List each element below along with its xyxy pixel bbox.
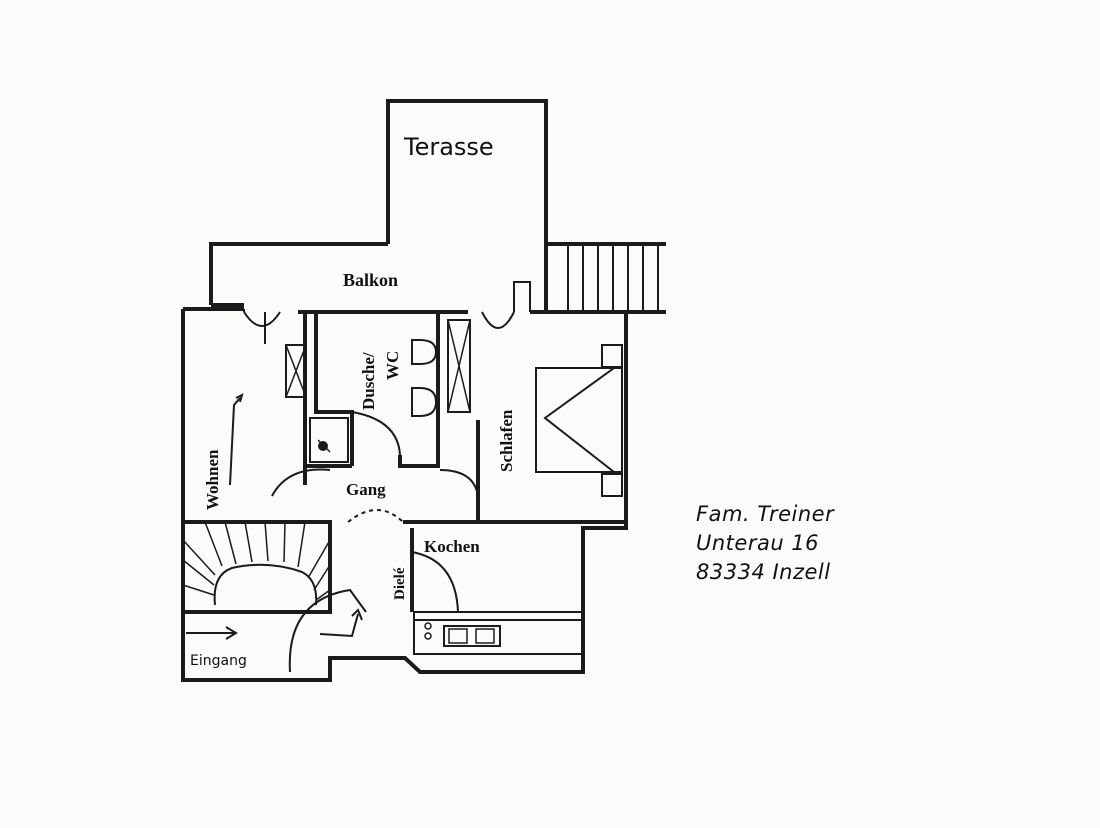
balcony-door-left	[243, 309, 281, 344]
eingang-arrow-icon	[186, 626, 238, 640]
bed	[535, 344, 623, 497]
diele-arrow-icon	[319, 608, 363, 638]
shaft-right	[447, 319, 471, 413]
address-city: 83334 Inzell	[696, 560, 831, 584]
label-balkon: Balkon	[343, 270, 398, 290]
exterior-stairs	[546, 242, 666, 314]
shaft-left	[285, 344, 307, 398]
interior-staircase	[181, 520, 332, 614]
address-street: Unterau 16	[696, 531, 820, 555]
address-note: Fam. Treiner Unterau 16 83334 Inzell	[696, 500, 834, 587]
gang-dashed-arch	[347, 509, 404, 523]
balcony-walls	[209, 242, 548, 312]
label-terasse: Terasse	[403, 133, 494, 161]
entry-door-arc	[288, 588, 367, 673]
bath-door	[351, 411, 401, 456]
address-name: Fam. Treiner	[696, 502, 835, 526]
balcony-door-right	[481, 281, 531, 329]
gang-door-arcs	[271, 468, 479, 497]
bathroom-walls	[305, 312, 440, 468]
outer-walls	[181, 309, 628, 682]
label-wohnen: Wohnen	[203, 449, 222, 510]
label-eingang: Eingang	[190, 653, 247, 669]
label-dusche: Dusche/	[359, 352, 378, 410]
label-gang: Gang	[346, 480, 386, 499]
wohnen-arrow-icon	[229, 393, 244, 486]
label-diele: Dielé	[392, 567, 408, 600]
wc-fixture	[411, 339, 438, 417]
kitchen-counter	[413, 611, 583, 655]
label-dusche-wc: Dusche/ WC	[359, 351, 402, 410]
terrace-walls	[386, 99, 548, 244]
label-kochen: Kochen	[424, 537, 480, 556]
shower-tray	[309, 417, 349, 463]
label-wc: WC	[383, 351, 402, 380]
label-schlafen: Schlafen	[497, 409, 516, 472]
kochen-door-arc	[411, 551, 459, 613]
